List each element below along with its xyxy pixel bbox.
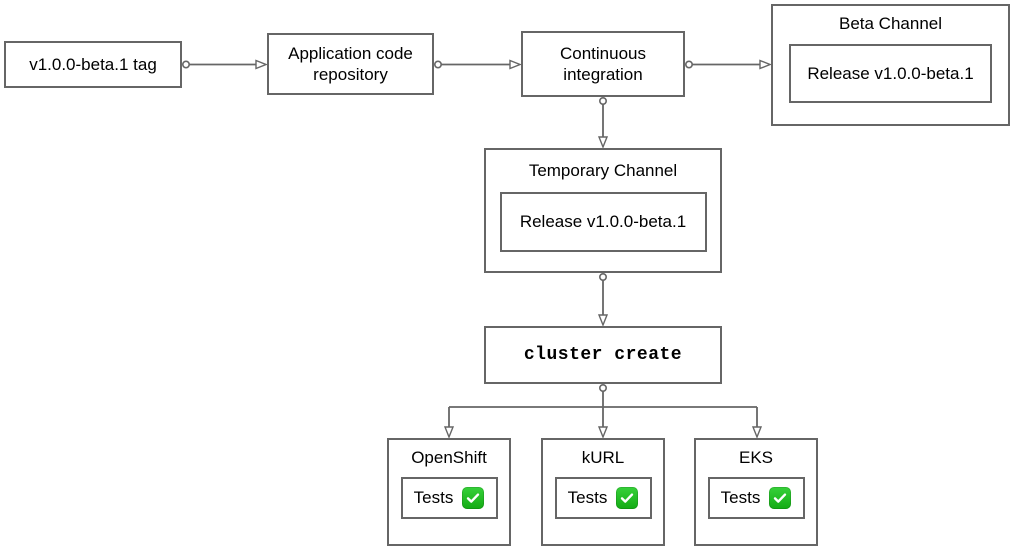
node-openshift-tests[interactable]: Tests <box>400 477 498 519</box>
node-beta-channel-release[interactable]: Release v1.0.0-beta.1 <box>789 44 992 103</box>
check-mark-green-icon <box>616 487 639 509</box>
node-beta-channel-release-label: Release v1.0.0-beta.1 <box>807 63 974 83</box>
edge-temporary-channel-to-cluster-create <box>600 272 606 324</box>
node-temporary-channel-title: Temporary Channel <box>528 161 678 180</box>
node-cluster-create-label: cluster create <box>523 344 683 365</box>
node-beta-channel-title: Beta Channel <box>838 14 943 33</box>
node-application-code-repository[interactable]: Application code repository <box>267 33 434 95</box>
node-kurl-tests-label: Tests <box>567 488 608 507</box>
node-kurl[interactable]: kURL Tests <box>541 438 665 546</box>
node-tag-label: v1.0.0-beta.1 tag <box>29 54 157 74</box>
node-tag[interactable]: v1.0.0-beta.1 tag <box>4 41 182 88</box>
node-temporary-channel-release-label: Release v1.0.0-beta.1 <box>519 212 687 231</box>
node-eks[interactable]: EKS Tests <box>694 438 818 546</box>
edge-cluster-create-to-targets <box>449 383 757 436</box>
edge-ci-to-temporary-channel <box>600 97 606 146</box>
node-eks-tests[interactable]: Tests <box>707 477 805 519</box>
node-temporary-channel[interactable]: Temporary Channel Release v1.0.0-beta.1 <box>484 148 722 273</box>
node-eks-tests-label: Tests <box>720 488 761 507</box>
check-mark-green-icon <box>769 487 792 509</box>
edge-repo-to-ci <box>433 61 519 67</box>
edge-tag-to-repo <box>182 61 265 67</box>
node-cluster-create[interactable]: cluster create <box>484 326 722 384</box>
node-application-code-repository-label: Application code repository <box>288 43 413 84</box>
edge-ci-to-beta-channel <box>684 61 769 67</box>
node-temporary-channel-release[interactable]: Release v1.0.0-beta.1 <box>499 192 707 252</box>
node-eks-title: EKS <box>738 448 774 467</box>
node-continuous-integration-label: Continuous integration <box>559 43 646 84</box>
check-mark-green-icon <box>462 487 485 509</box>
node-continuous-integration[interactable]: Continuous integration <box>521 31 685 97</box>
node-kurl-title: kURL <box>581 448 625 467</box>
node-kurl-tests[interactable]: Tests <box>554 477 652 519</box>
node-openshift-title: OpenShift <box>411 448 487 467</box>
node-openshift[interactable]: OpenShift Tests <box>387 438 511 546</box>
node-openshift-tests-label: Tests <box>413 488 454 507</box>
node-beta-channel[interactable]: Beta Channel Release v1.0.0-beta.1 <box>771 4 1010 126</box>
